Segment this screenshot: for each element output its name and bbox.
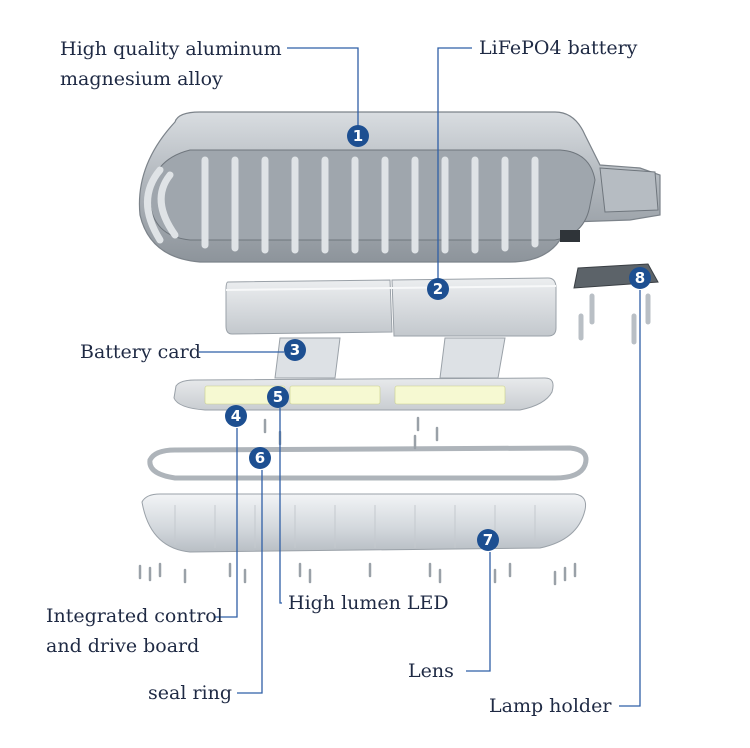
callout-badges: 1 2 3 4 5 6 7 8	[225, 125, 651, 551]
label-line: Integrated control	[46, 605, 223, 627]
led-board	[173, 377, 554, 411]
label-battery-card: Battery card	[80, 337, 201, 367]
leader-lines	[199, 47, 641, 707]
label-high-lumen-led: High lumen LED	[288, 588, 449, 618]
badge-6-number: 6	[255, 449, 265, 467]
label-line: Lamp holder	[489, 695, 612, 717]
aluminum-housing	[138, 111, 661, 263]
lens	[141, 493, 586, 553]
badge-3-number: 3	[290, 341, 300, 359]
seal-ring	[147, 445, 589, 481]
battery-card	[274, 337, 506, 379]
badge-7-number: 7	[483, 531, 493, 549]
lifepo4-battery	[225, 277, 557, 337]
badge-5-number: 5	[273, 388, 283, 406]
badge-8-number: 8	[635, 269, 645, 287]
screws	[138, 416, 577, 586]
label-line: seal ring	[148, 682, 232, 704]
label-line: High lumen LED	[288, 592, 449, 614]
label-line: Lens	[408, 660, 454, 682]
label-line: Battery card	[80, 341, 201, 363]
label-lamp-holder: Lamp holder	[489, 691, 611, 721]
label-line: and drive board	[46, 635, 200, 657]
label-aluminum-housing: High quality aluminum magnesium alloy	[60, 34, 282, 94]
label-lens: Lens	[408, 656, 454, 686]
badge-1-number: 1	[353, 127, 363, 145]
label-seal-ring: seal ring	[148, 678, 232, 708]
label-control-drive-board: Integrated control and drive board	[46, 601, 223, 661]
label-line: magnesium alloy	[60, 68, 223, 90]
badge-2-number: 2	[433, 280, 443, 298]
label-line: High quality aluminum	[60, 38, 282, 60]
label-line: LiFePO4 battery	[479, 37, 638, 59]
badge-4-number: 4	[231, 407, 241, 425]
label-lifepo4-battery: LiFePO4 battery	[479, 33, 637, 63]
